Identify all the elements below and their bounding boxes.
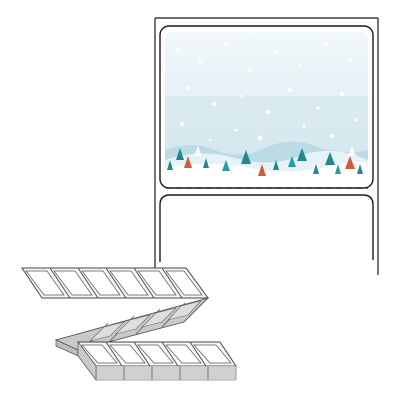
fanfold-bottom-stack: [77, 340, 237, 382]
snowflakes: [176, 41, 358, 142]
trees: [167, 146, 363, 176]
label-liner-strip: [154, 17, 379, 350]
fanfold-top-layer: [21, 267, 209, 299]
top-label: [159, 25, 374, 189]
second-label: [159, 194, 374, 320]
snow-forest-scene-icon: [165, 32, 368, 180]
fanfold-stack: [21, 267, 237, 382]
fanfold-fold-ribbon: [54, 297, 210, 357]
